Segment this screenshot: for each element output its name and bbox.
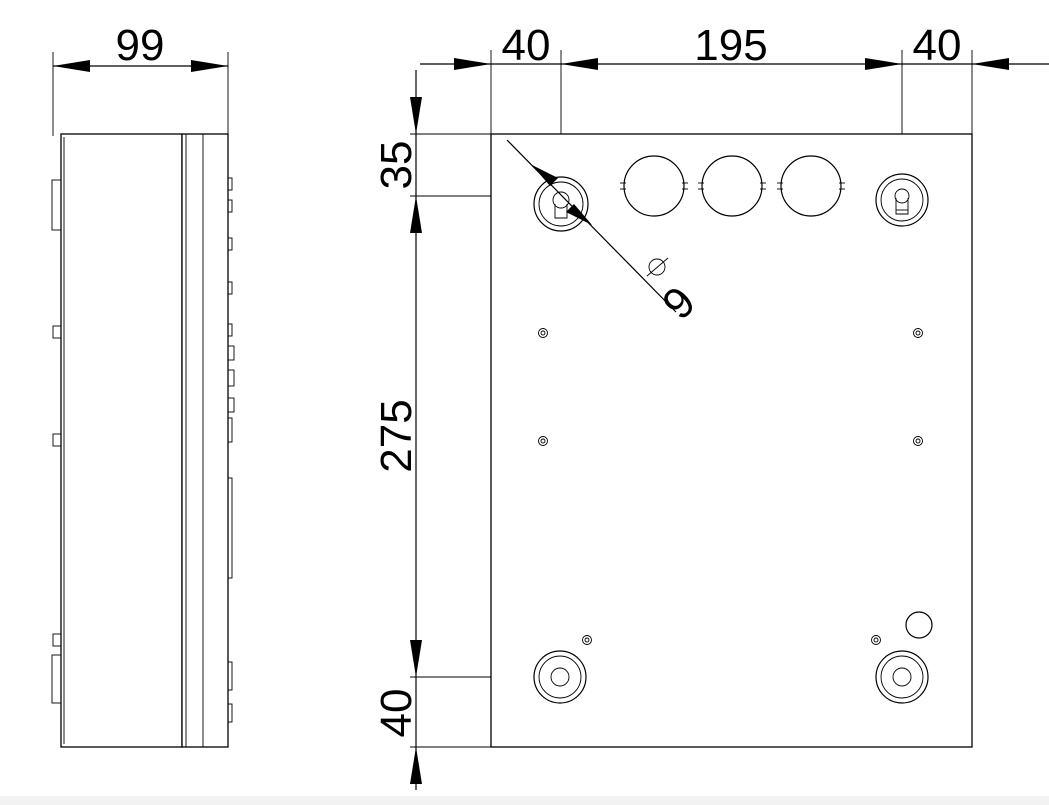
arrowhead [865, 58, 902, 70]
arrowhead [410, 97, 422, 134]
arrowhead [191, 60, 228, 72]
arrowhead [53, 60, 90, 72]
side-bump [227, 417, 233, 443]
side-tab [52, 433, 62, 447]
knockout-1 [620, 155, 688, 217]
arrowhead [532, 165, 558, 186]
side-lug-top [51, 179, 62, 231]
side-bump [227, 323, 233, 337]
side-depth-label: 99 [116, 21, 165, 70]
side-lug-bottom [51, 654, 62, 704]
side-view: 99 [51, 21, 235, 748]
arrowhead [566, 204, 592, 225]
diameter-symbol [646, 257, 669, 277]
side-bump [227, 345, 235, 361]
arrowhead [410, 747, 422, 784]
mounting-hole-bottom-left [533, 650, 587, 704]
side-bump [227, 661, 233, 691]
knockout-3 [777, 155, 845, 217]
side-bump [227, 397, 235, 413]
knockout-2 [698, 155, 766, 217]
screw-hole [582, 635, 592, 645]
screw-hole [538, 328, 548, 338]
screw-hole [871, 635, 881, 645]
top-offset-label: 35 [372, 141, 421, 190]
front-view: 40 195 40 35 275 40 [372, 21, 1049, 790]
right-margin-label: 40 [913, 21, 962, 70]
side-bump [227, 369, 235, 387]
side-back-box [181, 133, 229, 748]
arrowhead [410, 196, 422, 233]
screw-hole [538, 436, 548, 446]
bottom-strip [0, 796, 1049, 805]
screw-hole [913, 436, 923, 446]
arrowhead [410, 640, 422, 677]
side-bump [227, 199, 233, 213]
hole-spacing-label: 195 [694, 21, 767, 70]
left-margin-label: 40 [502, 21, 551, 70]
side-bump-long [227, 477, 233, 579]
side-bump [227, 237, 233, 251]
arrowhead [972, 58, 1009, 70]
vertical-spacing-label: 275 [372, 399, 421, 472]
mounting-hole-bottom-right [875, 650, 929, 704]
arrowhead [561, 58, 598, 70]
side-tab [52, 325, 62, 339]
mounting-hole-top-right [875, 173, 929, 227]
screw-hole [913, 328, 923, 338]
side-tab [52, 633, 62, 647]
enclosure-back-panel [490, 133, 973, 748]
side-bump [227, 177, 233, 191]
small-knockout [905, 611, 933, 639]
arrowhead [454, 58, 491, 70]
side-lid [60, 133, 183, 748]
side-bump [227, 281, 233, 295]
side-bump [227, 703, 233, 723]
bottom-offset-label: 40 [372, 689, 421, 738]
